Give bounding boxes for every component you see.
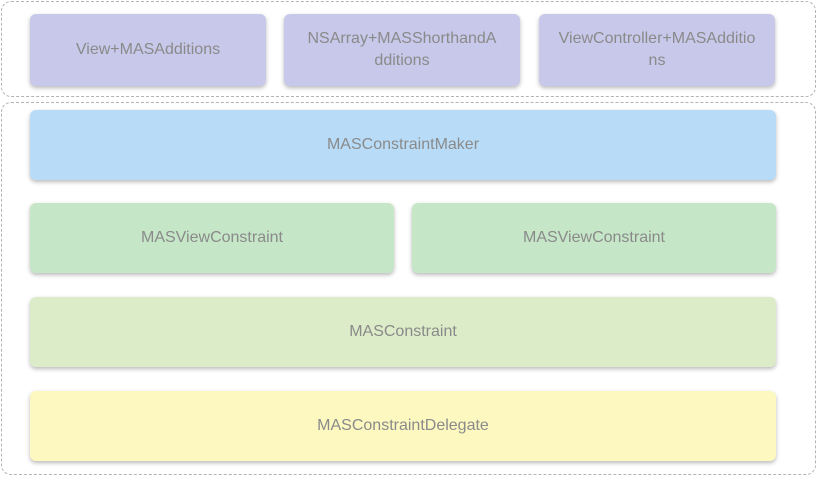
masconstraint-label: MASConstraint [349,323,457,340]
masconstraintmaker-box: MASConstraintMaker [30,110,776,180]
masviewconstraint-label-right: MASViewConstraint [523,229,665,246]
viewcontroller-masadditions-box: ViewController+MASAdditions [539,14,775,86]
masconstraint-box: MASConstraint [30,297,776,367]
view-masadditions-label: View+MASAdditions [75,41,221,58]
viewcontroller-masadditions-label: ViewController+MASAdditions [558,30,756,69]
masviewconstraint-box-right: MASViewConstraint [412,203,776,273]
masviewconstraint-box-left: MASViewConstraint [30,203,394,273]
masconstraintdelegate-label: MASConstraintDelegate [317,417,489,434]
constraint-group [1,102,816,475]
nsarray-masshorthandadditions-box: NSArray+MASShorthandAdditions [284,14,520,86]
masconstraintmaker-label: MASConstraintMaker [326,136,480,153]
additions-group [1,1,816,97]
masconstraintdelegate-box: MASConstraintDelegate [30,391,776,461]
masviewconstraint-label-left: MASViewConstraint [141,229,283,246]
nsarray-masshorthandadditions-label: NSArray+MASShorthandAdditions [307,30,497,69]
view-masadditions-box: View+MASAdditions [30,14,266,86]
